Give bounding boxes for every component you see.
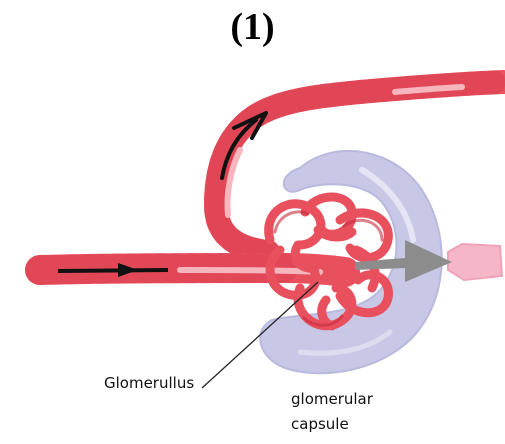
tubule-outlet <box>448 244 502 280</box>
figure-number: (1) <box>0 4 505 50</box>
glomerular-capsule-label: glomerular <box>291 390 373 408</box>
glomerular-capsule-label-line2: capsule <box>291 415 349 433</box>
glomerulus-label: Glomerullus <box>104 374 194 392</box>
